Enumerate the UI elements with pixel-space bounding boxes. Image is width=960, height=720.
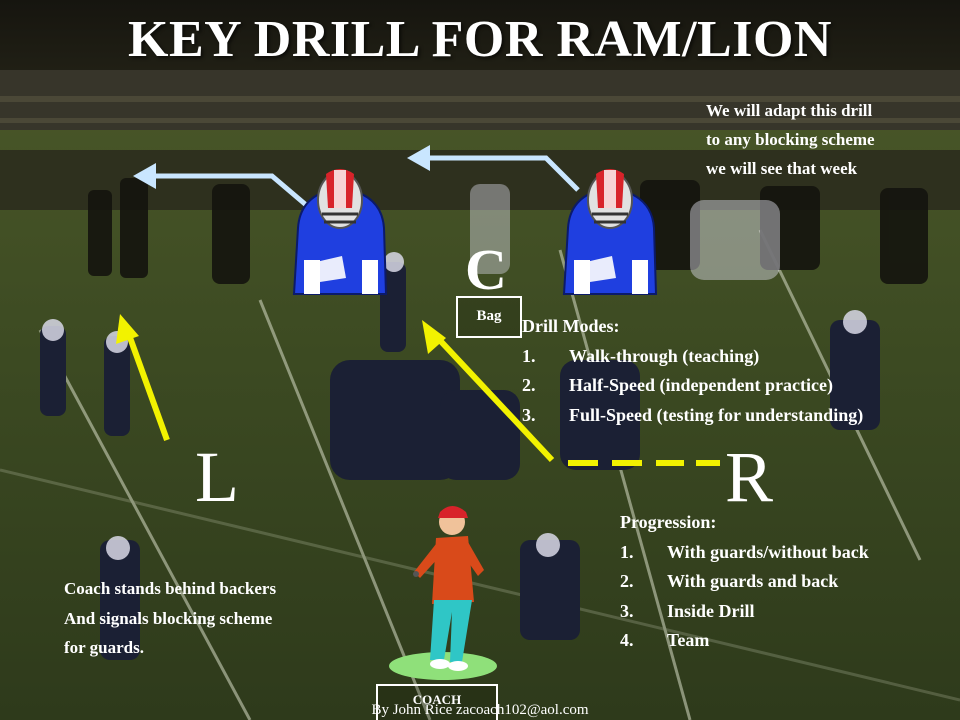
list-number: 3. [620, 600, 634, 621]
list-text: Inside Drill [667, 600, 755, 621]
list-item: 3. Full-Speed (testing for understanding… [522, 401, 863, 431]
coach-box: COACH [376, 684, 498, 720]
list-item: 4. Team [620, 626, 869, 656]
ram-label: R [725, 437, 774, 517]
adapt-note: We will adapt this drill to any blocking… [706, 96, 875, 183]
lion-label: L [195, 437, 239, 517]
list-item: 1. With guards/without back [620, 538, 869, 568]
coach-note-line: for guards. [64, 638, 144, 657]
list-text: Team [667, 630, 710, 650]
list-item: 3. Inside Drill [620, 597, 869, 627]
list-text: Full-Speed (testing for understanding) [569, 404, 864, 425]
list-item: 2. With guards and back [620, 567, 869, 597]
list-text: Half-Speed (independent practice) [569, 375, 833, 395]
slide-title: KEY DRILL FOR RAM/LION [128, 11, 832, 68]
adapt-note-line: we will see that week [706, 159, 858, 178]
coach-note-line: Coach stands behind backers [64, 579, 277, 598]
bag-box: Bag [456, 296, 522, 338]
credit-line: By John Rice zacoach102@aol.com [371, 702, 589, 718]
list-item: 2. Half-Speed (independent practice) [522, 371, 863, 401]
progression-heading: Progression: [620, 512, 717, 532]
adapt-note-line: to any blocking scheme [706, 130, 875, 149]
coach-note-line: And signals blocking scheme [64, 608, 273, 628]
list-number: 3. [522, 404, 536, 425]
list-number: 2. [522, 375, 536, 395]
list-number: 4. [620, 630, 634, 650]
adapt-note-line: We will adapt this drill [706, 101, 873, 120]
center-label: C [465, 237, 507, 302]
list-text: Walk-through (teaching) [569, 345, 760, 366]
list-number: 2. [620, 571, 634, 591]
coach-note: Coach stands behind backers And signals … [64, 574, 276, 663]
progression-list: Progression: 1. With guards/without back… [620, 508, 869, 656]
list-number: 1. [620, 541, 634, 562]
list-number: 1. [522, 345, 536, 366]
drill-modes-list: Drill Modes: 1. Walk-through (teaching) … [522, 312, 863, 430]
list-text: With guards and back [667, 571, 839, 591]
drill-modes-heading: Drill Modes: [522, 316, 620, 336]
list-text: With guards/without back [667, 541, 869, 562]
list-item: 1. Walk-through (teaching) [522, 342, 863, 372]
